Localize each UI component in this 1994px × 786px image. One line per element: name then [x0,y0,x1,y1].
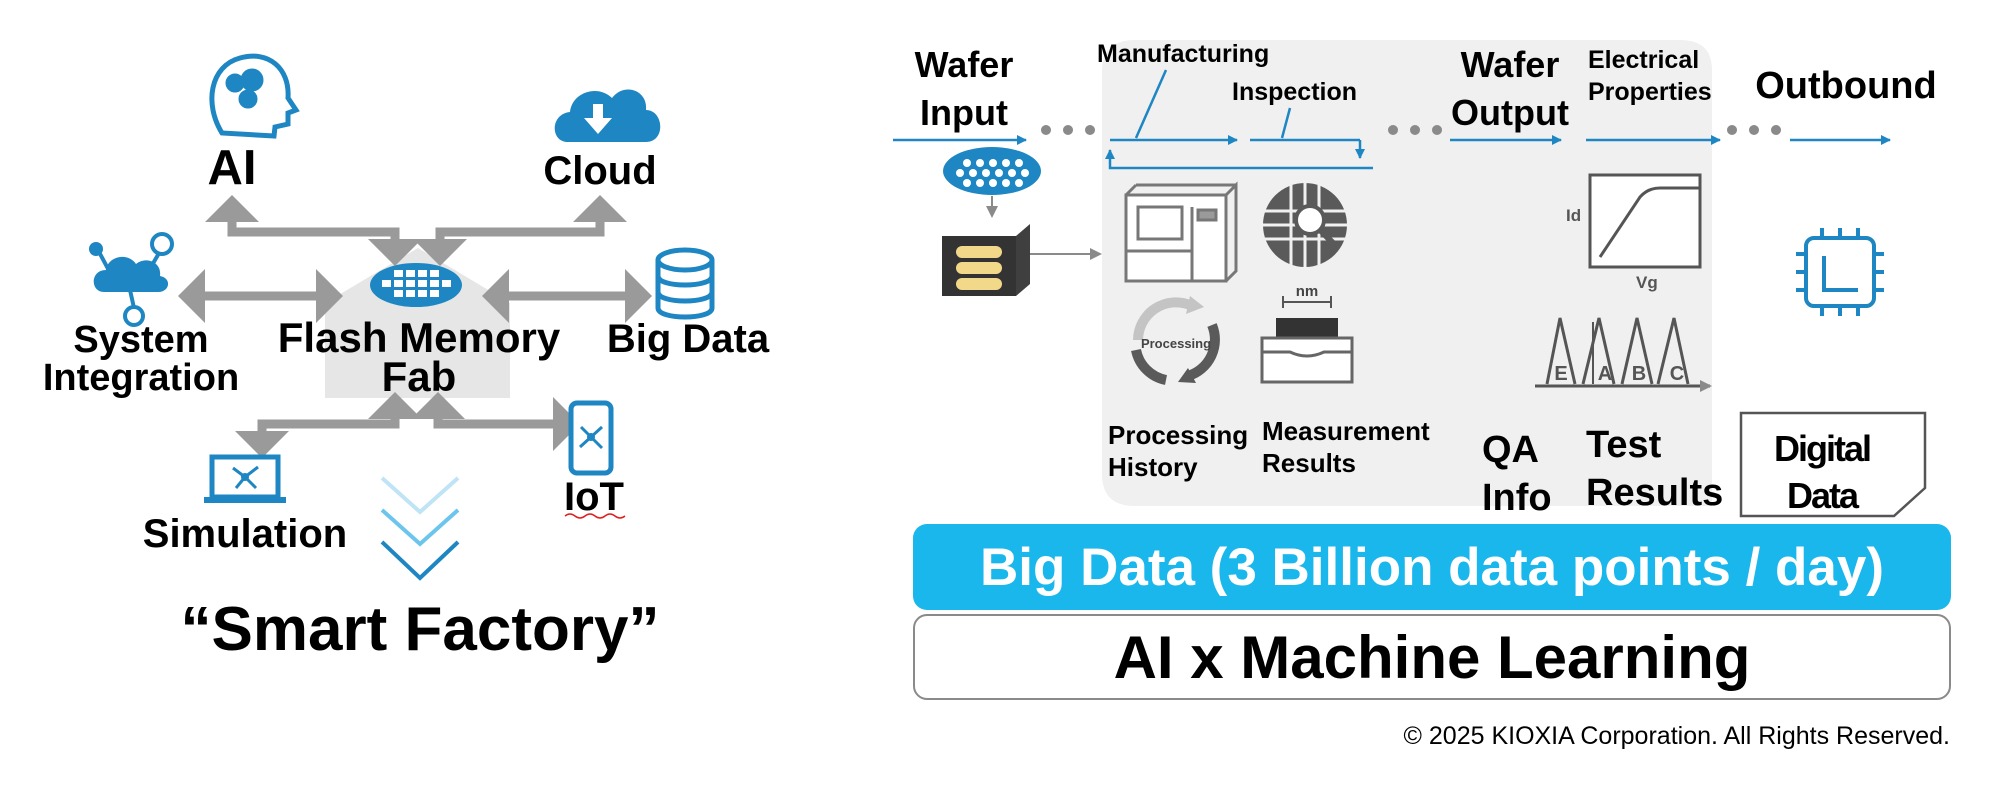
hub-arrows [178,195,652,458]
processing-history-label-2: History [1108,452,1198,482]
measurement-results-label-2: Results [1262,448,1356,478]
copyright-notice: © 2025 KIOXIA Corporation. All Rights Re… [1403,722,1950,750]
wafer-output-label-1: Wafer [1461,44,1560,85]
manufacturing-label: Manufacturing [1097,40,1269,68]
right-panel: Wafer Input Manufacturing Inspection Waf… [893,40,1937,519]
manufacturing-machine-icon [1124,181,1238,283]
big-data-banner-text: Big Data (3 Billion data points / day) [979,537,1885,597]
database-icon [655,247,715,320]
wafer-input-icon [943,147,1041,195]
qa-info-label-1: QA [1482,429,1539,471]
processing-cycle-icon: Processing [1131,296,1220,385]
ellipsis-dots [1041,125,1781,135]
system-integration-label-2: Integration [43,357,239,399]
chip-icon [1796,228,1884,316]
process-panel-bg [1102,40,1712,506]
processing-badge: Processing [1141,336,1211,351]
ai-ml-banner: AI x Machine Learning [913,614,1951,700]
big-data-label: Big Data [607,317,770,361]
electrical-properties-label-1: Electrical [1588,46,1699,74]
outbound-label: Outbound [1755,65,1936,107]
ai-head-icon [209,53,300,139]
wafer-output-label-2: Output [1451,92,1569,133]
system-integration-label-1: System [73,319,208,361]
peak-label-a: A [1598,363,1612,385]
measurement-icon: nm [1260,283,1354,384]
smart-factory-title: “Smart Factory” [181,595,660,664]
iot-label: IoT [564,475,624,519]
test-peaks-icon: E A B C [1535,317,1712,392]
digital-data-document: Digital Data [1739,411,1927,518]
data-store-icon [942,224,1030,296]
electrical-properties-label-2: Properties [1588,78,1712,106]
inspection-label: Inspection [1232,78,1357,106]
left-panel: AI Cloud System Integration [43,53,770,664]
ai-label: AI [208,141,257,195]
hub-label-1: Flash Memory [278,314,561,361]
wafer-input-label-1: Wafer [915,44,1014,85]
cloud-download-icon [554,89,661,142]
wafer-input-label-2: Input [920,92,1008,133]
digital-data-label-2: Data [1787,475,1860,516]
process-flow-lines [893,69,1891,170]
test-results-label-1: Test [1586,424,1662,466]
digital-data-label-1: Digital [1774,428,1870,469]
inspection-icon [1263,183,1347,267]
hub-label-2: Fab [382,353,457,400]
spellcheck-underline [564,513,626,519]
qa-info-label-2: Info [1482,477,1552,519]
vg-label: Vg [1636,273,1658,292]
processing-history-label-1: Processing [1108,420,1248,450]
id-vg-chart-icon: Id Vg [1566,173,1702,292]
wafer-icon [370,263,462,307]
peak-label-e: E [1554,363,1567,385]
nm-label: nm [1296,283,1319,300]
big-data-banner: Big Data (3 Billion data points / day) [913,524,1951,610]
peak-label-b: B [1632,363,1646,385]
id-label: Id [1566,206,1581,225]
ai-ml-banner-text: AI x Machine Learning [1113,623,1751,691]
simulation-label: Simulation [143,512,347,556]
chevron-down-icon [380,476,460,581]
smartphone-icon [568,400,614,476]
laptop-icon [204,454,286,503]
cloud-label: Cloud [543,149,656,193]
network-cloud-icon [89,232,174,327]
test-results-label-2: Results [1586,472,1723,514]
measurement-results-label-1: Measurement [1262,416,1430,446]
peak-label-c: C [1670,363,1684,385]
